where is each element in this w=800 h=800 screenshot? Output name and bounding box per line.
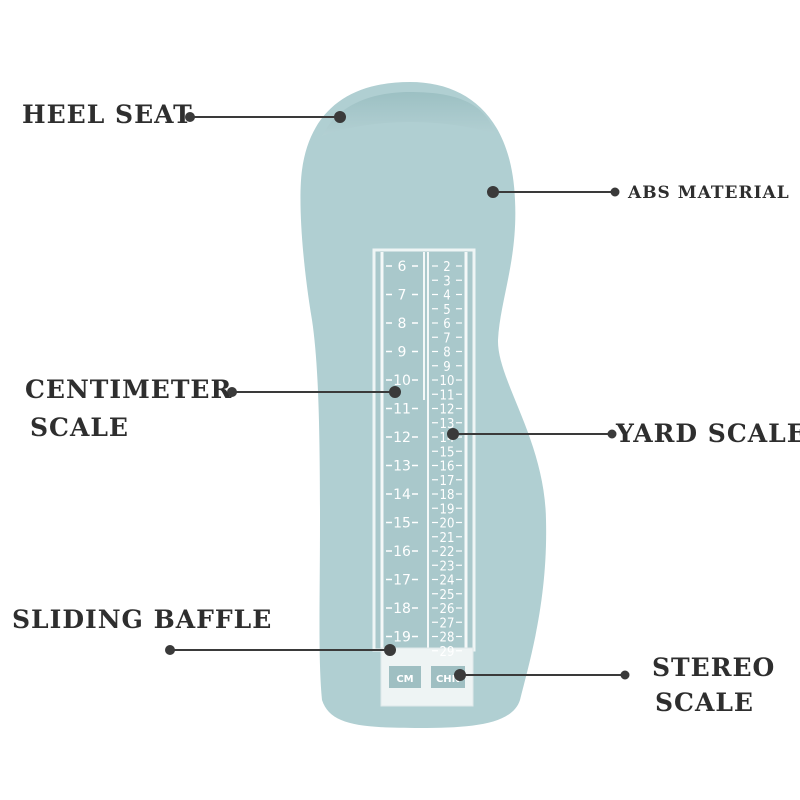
chn-mark: 8 <box>443 346 450 361</box>
chn-mark: 2 <box>443 260 450 275</box>
chn-mark: 18 <box>440 488 455 503</box>
cm-mark: 19 <box>393 630 411 646</box>
chn-mark: 28 <box>440 631 455 646</box>
chn-mark: 15 <box>440 445 455 460</box>
cm-button-label: CM <box>396 674 413 685</box>
chn-mark: 26 <box>440 602 455 617</box>
chn-mark: 19 <box>440 502 455 517</box>
label-yard-scale: YARD SCALE <box>616 419 800 448</box>
cm-mark: 6 <box>398 259 407 275</box>
cm-mark: 17 <box>393 573 411 589</box>
chn-mark: 23 <box>440 559 455 574</box>
cm-mark: 15 <box>393 516 411 532</box>
cm-button[interactable] <box>389 666 421 688</box>
cm-mark: 13 <box>393 459 411 475</box>
chn-mark: 22 <box>440 545 455 560</box>
label-centimeter-scale-line1: CENTIMETER <box>25 375 233 404</box>
chn-mark: 12 <box>440 403 455 418</box>
cm-mark: 12 <box>393 430 411 446</box>
chn-mark: 27 <box>440 616 455 631</box>
chn-mark: 29 <box>440 645 455 660</box>
chn-mark: 5 <box>443 303 450 318</box>
cm-mark: 11 <box>393 402 411 418</box>
cm-mark: 16 <box>393 544 411 560</box>
chn-mark: 7 <box>443 331 450 346</box>
cm-mark: 10 <box>393 373 411 389</box>
chn-mark: 3 <box>443 274 450 289</box>
chn-mark: 9 <box>443 360 450 375</box>
label-sliding-baffle: SLIDING BAFFLE <box>12 605 273 634</box>
cm-mark: 18 <box>393 601 411 617</box>
label-stereo-scale-line1: STEREO <box>652 653 776 682</box>
chn-mark: 4 <box>443 289 450 304</box>
cm-mark: 8 <box>398 316 407 332</box>
label-stereo-scale-line2: SCALE <box>655 688 754 717</box>
chn-mark: 24 <box>440 574 455 589</box>
cm-mark: 7 <box>398 288 407 304</box>
label-heel-seat: HEEL SEAT <box>22 100 193 129</box>
label-centimeter-scale-line2: SCALE <box>30 413 129 442</box>
chn-mark: 11 <box>440 388 455 403</box>
chn-mark: 20 <box>440 517 455 532</box>
cm-mark: 9 <box>398 345 407 361</box>
chn-mark: 10 <box>440 374 455 389</box>
chn-button-label: CHN <box>436 674 460 685</box>
heel-seat <box>322 92 495 136</box>
label-abs-material: ABS MATERIAL <box>628 183 790 203</box>
chn-mark: 25 <box>440 588 455 603</box>
chn-mark: 13 <box>440 417 455 432</box>
chn-mark: 21 <box>440 531 455 546</box>
cm-mark: 14 <box>393 487 411 503</box>
chn-mark: 17 <box>440 474 455 489</box>
leaders <box>165 111 630 681</box>
ruler: 6789101112131415161718192345678910111213… <box>372 248 476 707</box>
chn-mark: 6 <box>443 317 450 332</box>
chn-mark: 16 <box>440 460 455 475</box>
